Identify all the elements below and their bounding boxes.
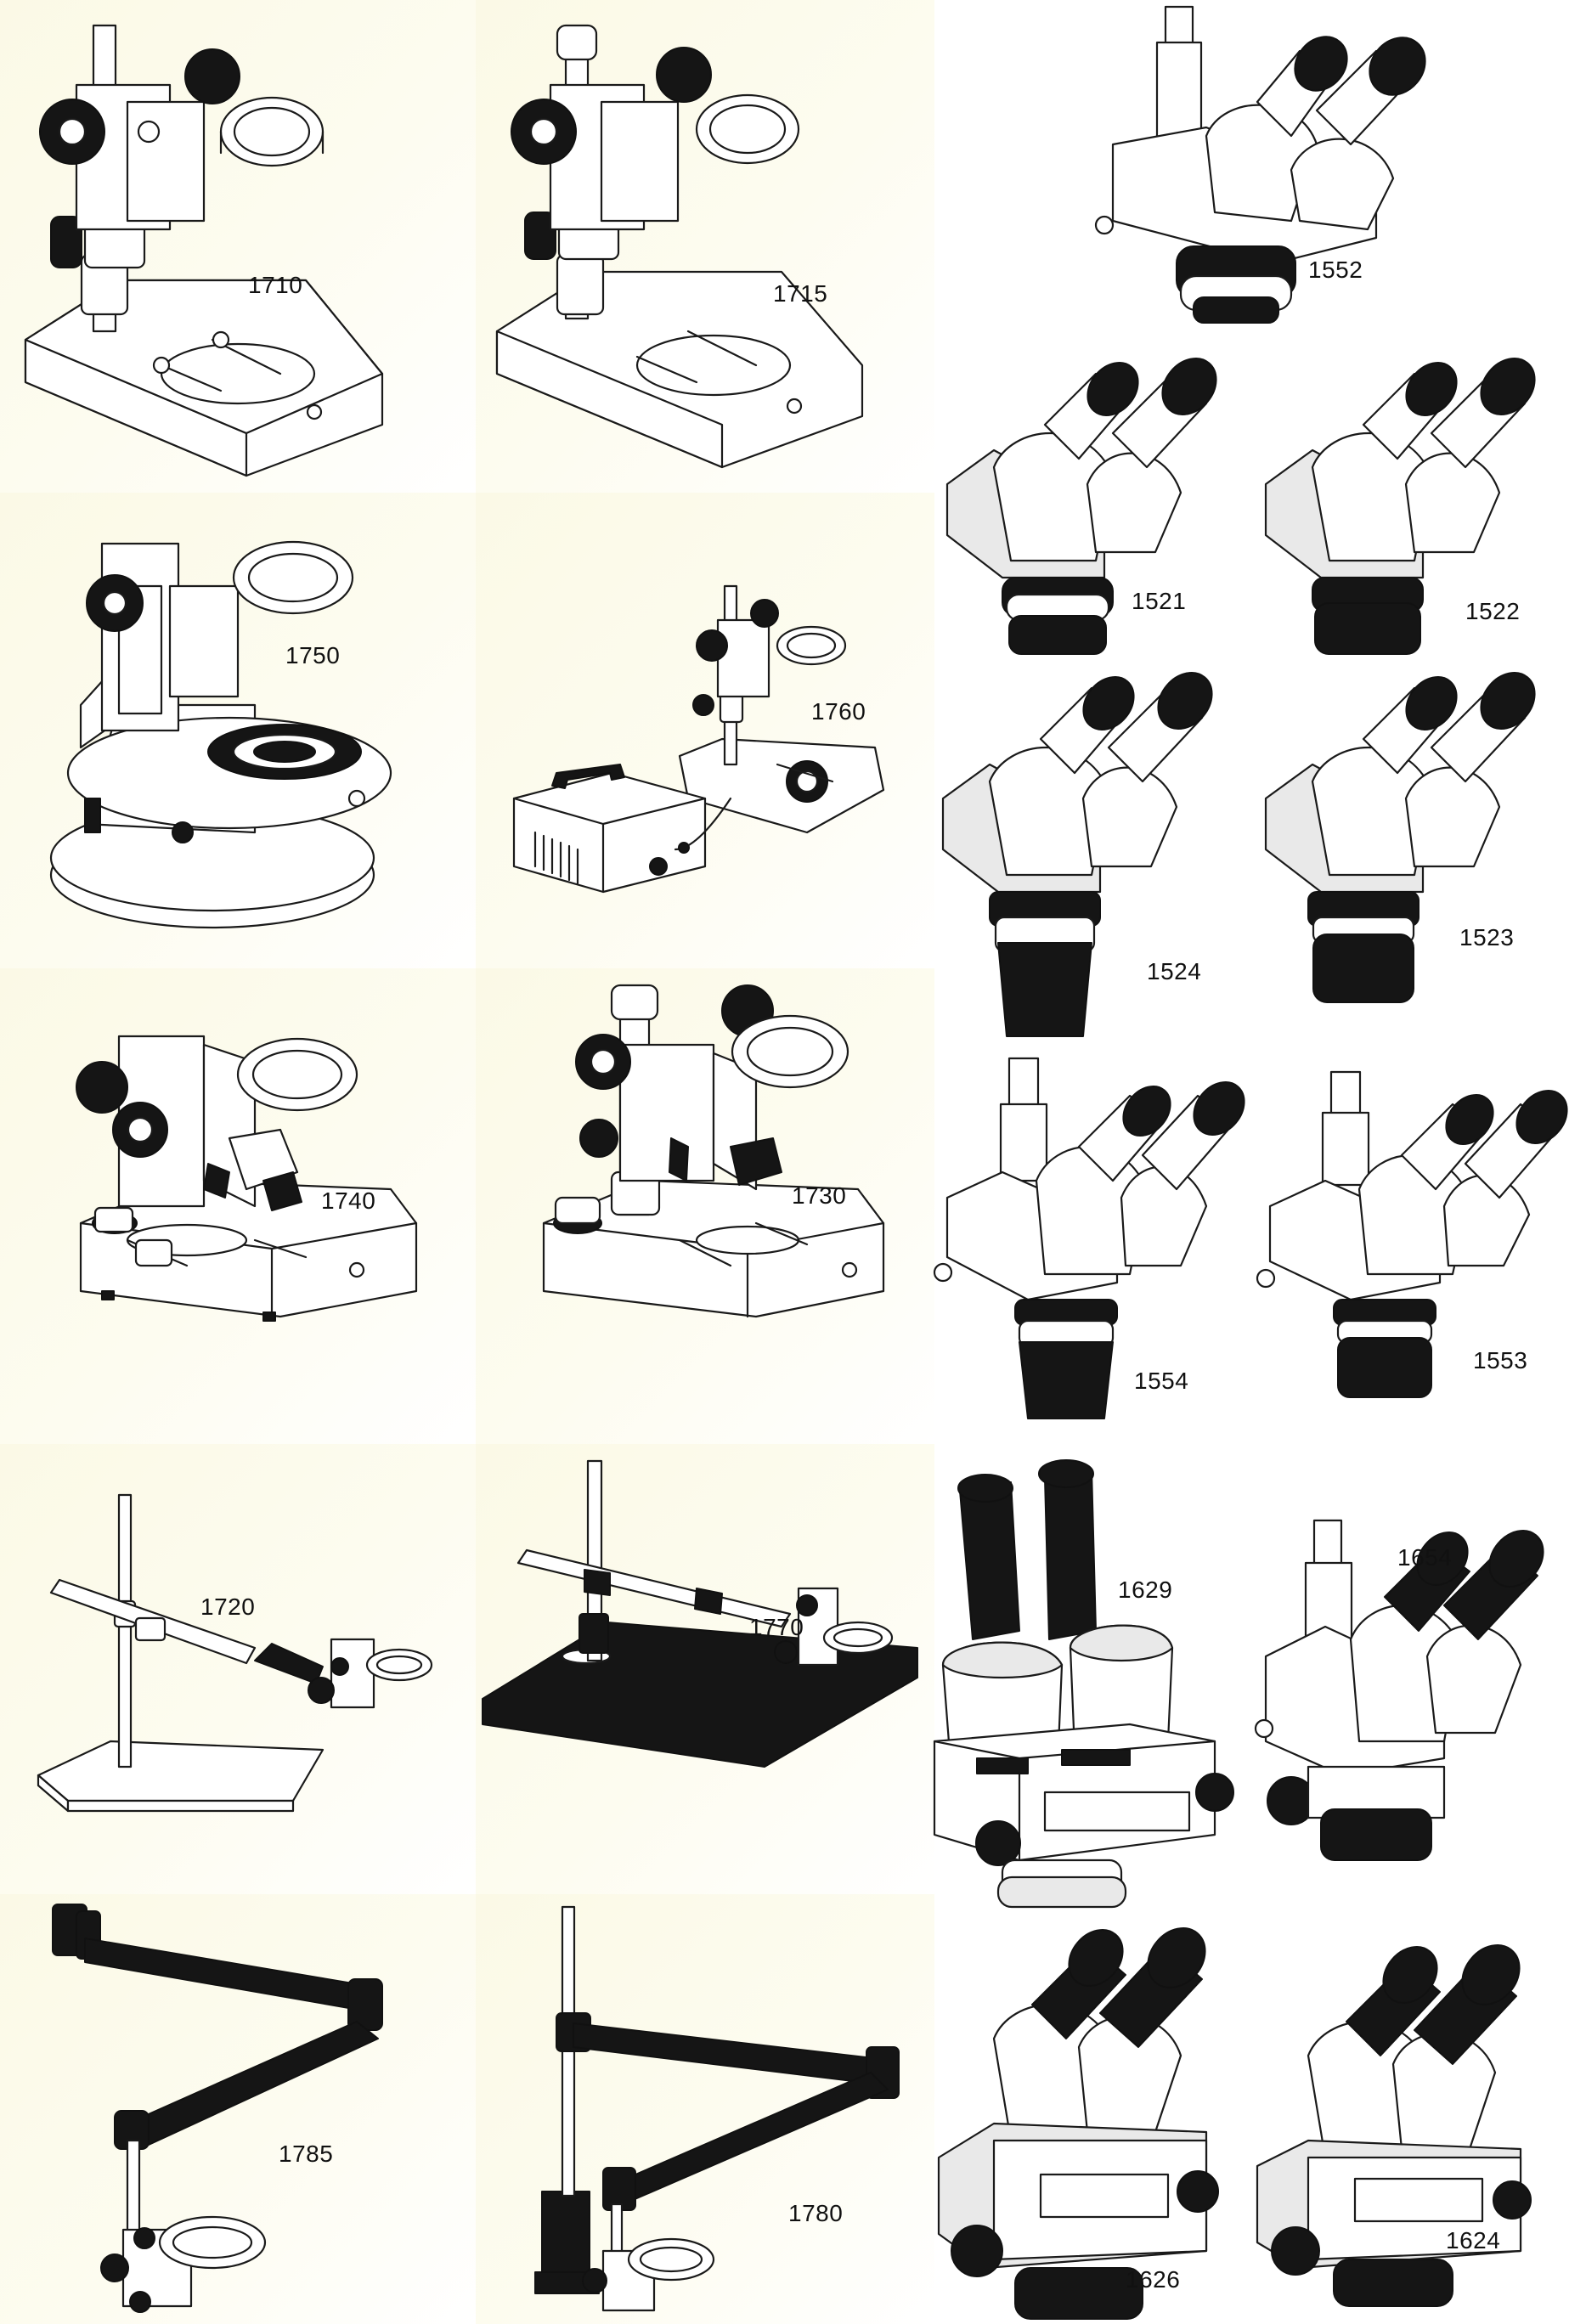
microscope-stand-icon [512, 584, 885, 894]
model-label: 1626 [1126, 2266, 1181, 2293]
microscope-head-icon [933, 1459, 1234, 1909]
boom-arm-icon [52, 1904, 383, 2313]
product-1720[interactable]: 1720 [0, 1444, 476, 1894]
product-1521[interactable]: 1521 [934, 340, 1257, 671]
model-label: 1523 [1459, 924, 1515, 950]
product-1654[interactable]: 1654 [1254, 1436, 1586, 1911]
model-label: 1720 [200, 1594, 256, 1620]
model-label: 1522 [1465, 598, 1521, 624]
product-1750[interactable]: 1750 [0, 493, 476, 968]
model-label: 1785 [279, 2141, 334, 2167]
microscope-head-icon [1264, 358, 1536, 655]
microscope-stand-icon [76, 1035, 418, 1322]
microscope-stand-icon [482, 1459, 918, 1768]
product-1553[interactable]: 1553 [1256, 1053, 1586, 1436]
model-label: 1740 [321, 1187, 376, 1214]
microscope-stand-icon [495, 24, 864, 469]
microscope-head-icon [941, 672, 1213, 1037]
product-1552[interactable]: 1552 [934, 0, 1586, 340]
panel-background [476, 493, 934, 968]
model-label: 1552 [1308, 257, 1363, 283]
model-label: 1715 [773, 280, 828, 307]
microscope-head-icon [1254, 1519, 1544, 1861]
product-1524[interactable]: 1524 [934, 671, 1257, 1053]
product-1785[interactable]: 1785 [0, 1894, 476, 2324]
model-label: 1654 [1397, 1544, 1453, 1571]
microscope-head-icon [1264, 672, 1536, 1003]
model-label: 1629 [1118, 1577, 1173, 1603]
microscope-stand-icon [542, 984, 885, 1318]
model-label: 1770 [749, 1614, 804, 1640]
product-1770[interactable]: 1770 [476, 1444, 934, 1894]
microscope-head-icon [1256, 1944, 1532, 2307]
model-label: 1524 [1147, 958, 1202, 984]
product-1522[interactable]: 1522 [1257, 340, 1586, 671]
microscope-head-icon [933, 1057, 1245, 1419]
product-1629[interactable]: 1629 [933, 1436, 1257, 1911]
product-1523[interactable]: 1523 [1257, 671, 1586, 1053]
microscope-head-icon [1094, 5, 1426, 324]
model-label: 1710 [248, 272, 303, 298]
microscope-stand-icon [49, 540, 392, 929]
model-label: 1521 [1132, 588, 1187, 614]
model-label: 1624 [1446, 2227, 1501, 2253]
microscope-head-icon [945, 358, 1217, 655]
microscope-stand-icon [37, 1493, 433, 1813]
product-1710[interactable]: 1710 [0, 0, 476, 493]
microscope-stand-icon [24, 24, 384, 477]
boom-arm-icon [534, 1905, 900, 2312]
microscope-head-icon [937, 1927, 1219, 2320]
model-label: 1554 [1134, 1368, 1189, 1394]
product-1760[interactable]: 1760 [476, 493, 934, 968]
product-1626[interactable]: 1626 [934, 1911, 1257, 2324]
product-1730[interactable]: 1730 [476, 968, 934, 1444]
product-1715[interactable]: 1715 [476, 0, 934, 493]
product-1554[interactable]: 1554 [933, 1053, 1257, 1436]
model-label: 1780 [788, 2200, 844, 2226]
product-1624[interactable]: 1624 [1256, 1911, 1586, 2324]
model-label: 1553 [1473, 1347, 1528, 1374]
product-1780[interactable]: 1780 [476, 1894, 934, 2324]
product-1740[interactable]: 1740 [0, 968, 476, 1444]
microscope-head-icon [1256, 1070, 1568, 1398]
model-label: 1730 [792, 1182, 847, 1209]
model-label: 1760 [811, 698, 866, 725]
model-label: 1750 [285, 642, 341, 668]
